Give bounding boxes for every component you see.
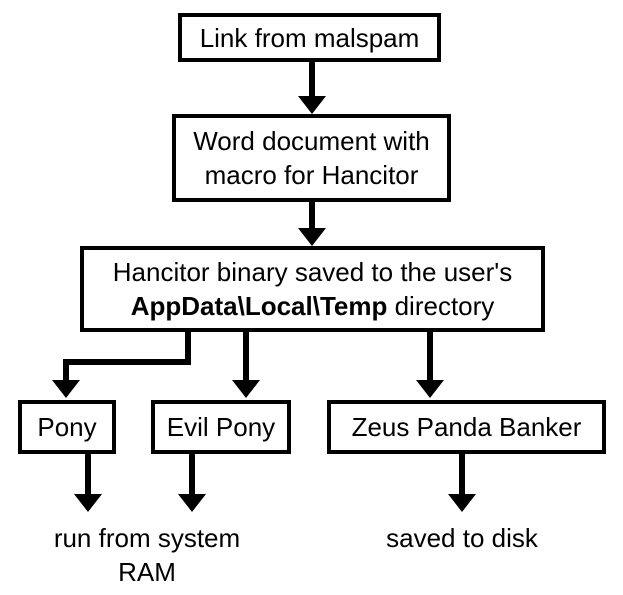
arrow-hancitor-to-pony	[63, 330, 191, 388]
node-link-from-malspam: Link from malspam	[178, 13, 441, 62]
arrowhead-word-to-hancitor	[298, 228, 326, 246]
node-hancitor-path: AppData\Local\Temp	[130, 291, 388, 321]
node-link-label: Link from malspam	[199, 22, 420, 53]
node-pony-label: Pony	[37, 412, 97, 442]
outcome-ram-line1: run from system	[53, 523, 241, 553]
node-evil-pony: Evil Pony	[151, 400, 291, 454]
outcome-run-from-ram: run from system RAM	[22, 521, 272, 589]
node-word-document: Word document with macro for Hancitor	[172, 114, 451, 202]
node-pony: Pony	[18, 400, 116, 454]
outcome-disk-label: saved to disk	[386, 523, 538, 553]
node-zeus-label: Zeus Panda Banker	[351, 412, 582, 442]
outcome-ram-line2: RAM	[118, 557, 176, 587]
arrowhead-hancitor-to-pony	[52, 380, 80, 398]
arrowhead-hancitor-to-evil-pony	[232, 380, 260, 398]
arrowhead-hancitor-to-zeus	[416, 380, 444, 398]
node-evil-pony-label: Evil Pony	[166, 412, 276, 442]
node-hancitor-line2: AppData\Local\Temp directory	[131, 289, 495, 323]
node-hancitor-binary: Hancitor binary saved to the user's AppD…	[80, 246, 545, 332]
node-word-line2: macro for Hancitor	[204, 160, 419, 190]
arrowhead-zeus-to-disk	[448, 494, 476, 512]
node-hancitor-line1: Hancitor binary saved to the user's	[112, 257, 513, 287]
arrowhead-evil-pony-to-ram	[178, 494, 206, 512]
node-hancitor-suffix: directory	[387, 291, 495, 321]
outcome-saved-to-disk: saved to disk	[360, 521, 564, 555]
arrowhead-pony-to-ram	[74, 494, 102, 512]
node-zeus-panda-banker: Zeus Panda Banker	[327, 400, 606, 454]
node-word-line1: Word document with	[193, 126, 430, 156]
arrowhead-link-to-word	[298, 96, 326, 114]
